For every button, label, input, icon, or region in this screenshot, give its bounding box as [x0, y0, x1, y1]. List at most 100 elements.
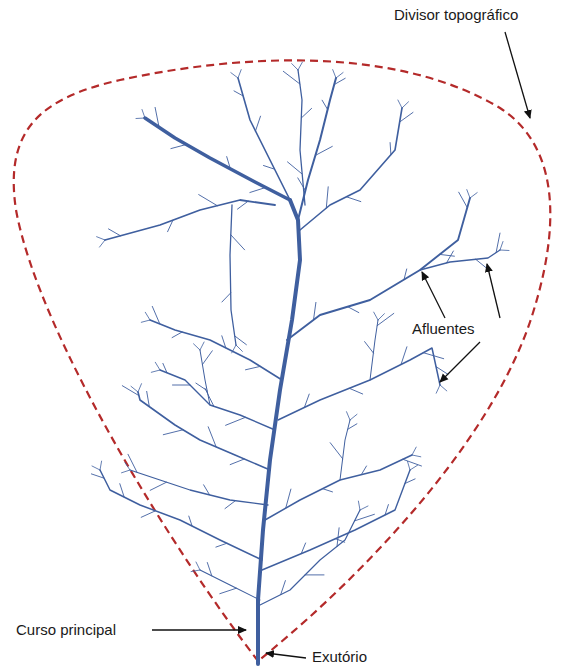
- river-twig: [405, 479, 415, 484]
- river-twig: [151, 370, 160, 372]
- river-twig: [227, 157, 231, 169]
- river-twig: [305, 574, 324, 575]
- river-twig: [220, 588, 237, 594]
- river-twig: [304, 394, 309, 407]
- river-twig: [109, 229, 121, 236]
- river-twig: [172, 332, 182, 338]
- river-twig: [196, 383, 207, 391]
- river-twig: [349, 388, 362, 394]
- river-twig: [402, 102, 409, 108]
- river-twig: [476, 259, 488, 269]
- river-twig: [100, 461, 102, 470]
- river-twig: [323, 489, 333, 492]
- river-twig: [122, 386, 139, 396]
- river-twig: [403, 459, 422, 466]
- river-twig: [97, 237, 105, 240]
- river-twig: [100, 240, 106, 247]
- river-twig: [390, 143, 392, 155]
- river-twig: [216, 543, 227, 547]
- river-twig: [286, 489, 291, 508]
- river-twig: [408, 461, 411, 470]
- river-twig: [236, 345, 242, 351]
- river-branch: [150, 320, 282, 380]
- river-twig: [168, 220, 173, 232]
- river-twig: [436, 367, 448, 375]
- river-twig: [226, 417, 246, 425]
- river-branch: [238, 78, 290, 200]
- river-twig: [225, 501, 235, 509]
- river-twig: [199, 195, 218, 206]
- river-branch: [130, 470, 268, 505]
- river-twig: [147, 391, 150, 406]
- river-branch: [200, 570, 260, 600]
- river-twig: [440, 385, 447, 391]
- river-twig: [361, 466, 366, 475]
- river-twig: [200, 342, 204, 350]
- river-twig: [142, 110, 145, 119]
- river-twig: [125, 463, 130, 470]
- river-twig: [358, 501, 360, 510]
- river-branch: [105, 200, 275, 240]
- river-twig: [131, 386, 138, 392]
- river-branch: [300, 108, 402, 230]
- main-course-label: Curso principal: [14, 621, 118, 639]
- river-twig: [348, 424, 357, 430]
- river-twig: [440, 254, 455, 256]
- river-twig: [150, 482, 166, 490]
- river-twig: [250, 188, 266, 193]
- river-branch: [100, 470, 262, 560]
- river-twig: [346, 197, 360, 202]
- leader-arrows: [152, 32, 530, 658]
- river-twig: [171, 145, 186, 149]
- river-twig: [238, 201, 249, 209]
- river-twig: [138, 384, 142, 392]
- river-branch: [278, 348, 440, 420]
- river-branch: [145, 118, 290, 200]
- river-twig: [423, 353, 443, 359]
- river-branch: [260, 510, 360, 605]
- river-branch: [160, 370, 275, 430]
- river-twig: [152, 306, 160, 324]
- river-twig: [234, 91, 243, 96]
- river-twig: [350, 414, 357, 420]
- river-twig: [222, 336, 226, 348]
- river-twig: [330, 443, 343, 459]
- river-twig: [235, 336, 247, 345]
- river-twig: [385, 505, 388, 515]
- river-twig: [336, 73, 343, 79]
- river-twig: [298, 178, 306, 191]
- river-twig: [230, 459, 244, 465]
- river-twig: [496, 233, 500, 253]
- river-twig: [204, 485, 210, 495]
- river-twig: [194, 344, 201, 350]
- river-twig: [189, 516, 192, 526]
- river-twig: [447, 251, 454, 263]
- river-twig: [315, 146, 332, 155]
- river-twig: [412, 455, 421, 457]
- river-twig: [298, 62, 302, 70]
- river-twig: [288, 162, 303, 174]
- river-twig: [470, 193, 477, 198]
- river-twig: [264, 166, 275, 170]
- river-branch: [298, 78, 336, 220]
- river-twig: [374, 312, 378, 320]
- river-twig: [155, 362, 160, 370]
- river-branch: [287, 198, 470, 340]
- river-twig: [207, 563, 212, 576]
- river-twig: [196, 562, 200, 570]
- river-twig: [412, 447, 416, 455]
- river-twig: [410, 465, 418, 470]
- river-twig: [256, 116, 261, 131]
- river-twig: [398, 100, 402, 108]
- river-branch: [298, 70, 305, 205]
- tributary-label: Afluentes: [410, 320, 477, 338]
- river-twig: [378, 314, 384, 320]
- river-twig: [173, 385, 191, 386]
- river-twig: [436, 385, 440, 393]
- river-twig: [400, 112, 413, 122]
- river-twig: [292, 64, 298, 70]
- river-branch: [138, 392, 270, 470]
- river-branch: [262, 470, 410, 570]
- river-twig: [355, 514, 375, 521]
- river-twig: [348, 307, 359, 313]
